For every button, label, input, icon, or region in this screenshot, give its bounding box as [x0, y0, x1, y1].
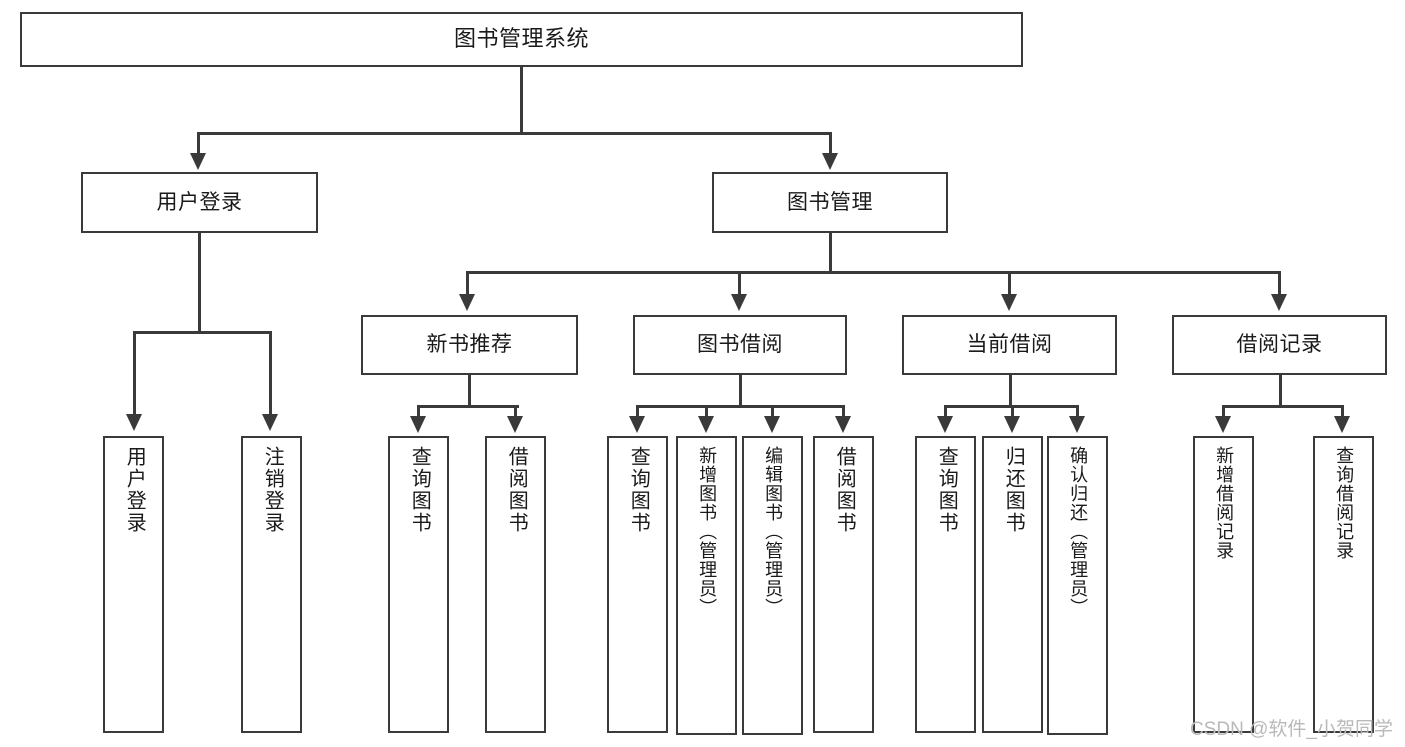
arrowhead-book-borrow: [731, 294, 747, 311]
arrowhead-leaf-return-book: [1004, 416, 1020, 433]
node-label: 查询图书: [408, 446, 431, 534]
node-leaf-query-borrow-record[interactable]: 查询借阅记录: [1313, 436, 1374, 733]
node-label: 查询图书: [627, 446, 650, 534]
connector-newbook-right-drop: [514, 405, 517, 418]
arrowhead-leaf-edit-book: [764, 416, 780, 433]
connector-bookborrow-stem: [739, 375, 742, 407]
arrowhead-leaf-add-record: [1215, 416, 1231, 433]
connector-br-left-drop: [1222, 405, 1225, 418]
connector-user-login-stem: [198, 233, 201, 333]
arrowhead-leaf-borrow-book-1: [507, 416, 523, 433]
node-label: 新书推荐: [426, 333, 513, 357]
node-new-book-recommend[interactable]: 新书推荐: [361, 315, 578, 375]
node-label: 新增借阅记录: [1214, 446, 1235, 560]
node-label: 查询图书: [935, 446, 958, 534]
node-leaf-logout-login[interactable]: 注销登录: [241, 436, 302, 733]
connector-root-bar: [197, 132, 831, 135]
arrowhead-leaf-query-book-2: [629, 416, 645, 433]
connector-user-login-bar: [133, 331, 269, 334]
arrowhead-book-manage: [822, 153, 838, 170]
connector-bm-to-borrow-record: [1278, 271, 1281, 296]
node-label: 注销登录: [261, 446, 284, 534]
arrowhead-new-book-recommend: [459, 294, 475, 311]
connector-borrowrecord-stem: [1279, 375, 1282, 407]
connector-br-right-drop: [1341, 405, 1344, 418]
connector-root-to-user-login: [197, 132, 200, 156]
node-user-login[interactable]: 用户登录: [81, 172, 318, 233]
connector-user-login-right-drop: [269, 331, 272, 416]
connector-newbook-bar: [417, 405, 519, 408]
connector-bookborrow-bar: [636, 405, 844, 408]
node-label: 借阅图书: [505, 446, 528, 534]
node-label: 图书管理系统: [453, 26, 589, 52]
node-leaf-borrow-book-new-recommend[interactable]: 借阅图书: [485, 436, 546, 733]
connector-bb-drop-2: [705, 405, 708, 418]
node-label: 借阅记录: [1236, 333, 1323, 357]
node-label: 用户登录: [156, 190, 243, 214]
connector-user-login-left-drop: [133, 331, 136, 416]
node-leaf-query-book-borrow[interactable]: 查询图书: [607, 436, 668, 733]
node-label: 确认归还（管理员）: [1068, 446, 1089, 617]
connector-cb-drop-3: [1076, 405, 1079, 418]
arrowhead-leaf-add-book: [698, 416, 714, 433]
node-book-management[interactable]: 图书管理: [712, 172, 948, 233]
arrowhead-leaf-query-book-3: [937, 416, 953, 433]
connector-bm-to-current-borrow: [1008, 271, 1011, 296]
connector-newbook-left-drop: [417, 405, 420, 418]
node-label: 归还图书: [1002, 446, 1025, 534]
node-book-borrow[interactable]: 图书借阅: [633, 315, 847, 375]
node-leaf-query-book-new-recommend[interactable]: 查询图书: [388, 436, 449, 733]
node-label: 借阅图书: [833, 446, 856, 534]
node-leaf-user-login[interactable]: 用户登录: [103, 436, 164, 733]
arrowhead-user-login: [190, 153, 206, 170]
arrowhead-leaf-borrow-book-2: [835, 416, 851, 433]
arrowhead-leaf-user-login: [126, 414, 142, 431]
connector-newbook-stem: [468, 375, 471, 407]
arrowhead-borrow-record: [1271, 294, 1287, 311]
connector-book-manage-bar: [466, 271, 1278, 274]
connector-bm-to-new-book: [466, 271, 469, 296]
node-label: 查询借阅记录: [1334, 446, 1355, 560]
node-leaf-add-borrow-record[interactable]: 新增借阅记录: [1193, 436, 1254, 733]
connector-bb-drop-3: [771, 405, 774, 418]
connector-bb-drop-1: [636, 405, 639, 418]
node-leaf-edit-book-admin[interactable]: 编辑图书（管理员）: [742, 436, 803, 735]
node-leaf-add-book-admin[interactable]: 新增图书（管理员）: [676, 436, 737, 735]
node-current-borrow[interactable]: 当前借阅: [902, 315, 1117, 375]
connector-borrowrecord-bar: [1222, 405, 1341, 408]
connector-bm-to-book-borrow: [738, 271, 741, 296]
arrowhead-leaf-confirm-return: [1069, 416, 1085, 433]
node-label: 用户登录: [123, 446, 146, 534]
node-borrow-record[interactable]: 借阅记录: [1172, 315, 1387, 375]
arrowhead-leaf-query-record: [1334, 416, 1350, 433]
node-leaf-query-book-current[interactable]: 查询图书: [915, 436, 976, 733]
connector-currentborrow-stem: [1009, 375, 1012, 407]
node-label: 编辑图书（管理员）: [763, 446, 784, 617]
connector-cb-drop-1: [944, 405, 947, 418]
node-leaf-confirm-return-admin[interactable]: 确认归还（管理员）: [1047, 436, 1108, 735]
node-label: 新增图书（管理员）: [697, 446, 718, 617]
connector-root-to-book-manage: [829, 132, 832, 156]
node-label: 当前借阅: [966, 333, 1053, 357]
node-leaf-return-book[interactable]: 归还图书: [982, 436, 1043, 733]
node-leaf-borrow-book-borrow[interactable]: 借阅图书: [813, 436, 874, 733]
arrowhead-leaf-query-book-1: [410, 416, 426, 433]
arrowhead-current-borrow: [1001, 294, 1017, 311]
node-root-book-management-system[interactable]: 图书管理系统: [20, 12, 1023, 67]
connector-bb-drop-4: [842, 405, 845, 418]
node-label: 图书借阅: [697, 333, 783, 357]
connector-root-stem: [520, 67, 523, 133]
arrowhead-leaf-logout-login: [262, 414, 278, 431]
connector-book-manage-stem: [829, 233, 832, 273]
connector-cb-drop-2: [1011, 405, 1014, 418]
node-label: 图书管理: [787, 190, 873, 214]
